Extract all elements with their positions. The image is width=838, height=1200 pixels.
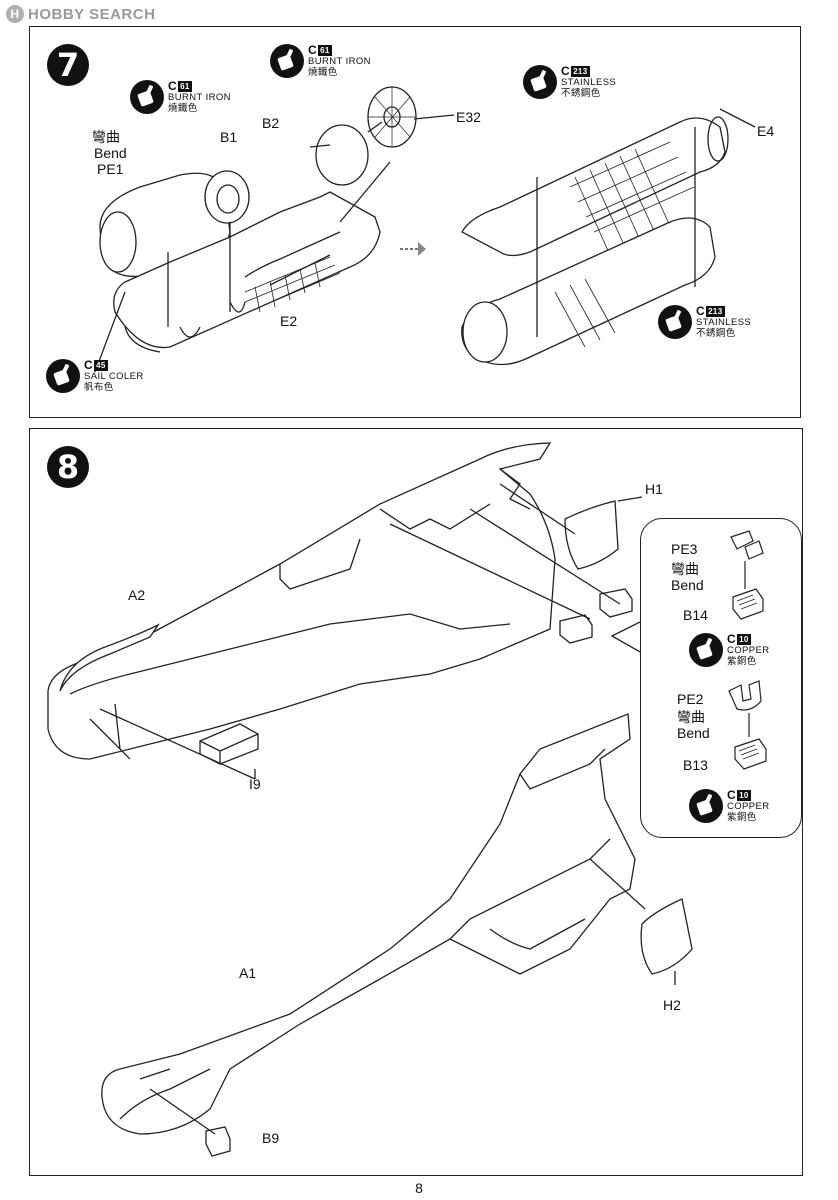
b14-part — [732, 588, 764, 620]
hobby-search-logo-icon: H — [6, 5, 24, 23]
label-e2: E2 — [280, 313, 298, 329]
a1-hull-half — [101, 713, 636, 1135]
pe3-part — [730, 530, 754, 550]
e2-half-shell — [113, 191, 381, 349]
label-e32: E32 — [456, 109, 481, 125]
paint-brush-icon — [270, 44, 304, 78]
label-bend2-en: Bend — [677, 725, 710, 741]
label-b1: B1 — [220, 129, 238, 145]
label-bend1-cn: 彎曲 — [671, 561, 699, 577]
label-pe1: PE1 — [97, 161, 124, 177]
label-b13: B13 — [683, 757, 708, 773]
paint-brush-icon — [689, 789, 723, 823]
label-b2: B2 — [262, 115, 280, 131]
step-7-badge: 7 — [47, 44, 89, 86]
e4-nozzle — [461, 117, 726, 257]
label-pe2: PE2 — [677, 691, 704, 707]
paint-brush-icon — [130, 80, 164, 114]
b1-ring — [204, 170, 250, 224]
paint-brush-icon — [658, 305, 692, 339]
label-b9: B9 — [262, 1130, 280, 1146]
label-bend1-en: Bend — [671, 577, 704, 593]
label-e4: E4 — [757, 123, 775, 139]
step-8-drawing — [47, 442, 693, 1157]
label-pe3: PE3 — [671, 541, 698, 557]
label-h1: H1 — [645, 481, 663, 497]
label-bend-cn: 彎曲 — [92, 129, 120, 145]
h1-part — [564, 500, 619, 570]
step-8-badge: 8 — [47, 446, 89, 488]
paint-brush-icon — [46, 359, 80, 393]
paint-brush-icon — [689, 633, 723, 667]
b9-block — [205, 1126, 231, 1157]
watermark-text: HOBBY SEARCH — [28, 5, 156, 23]
label-h2: H2 — [663, 997, 681, 1013]
label-bend2-cn: 彎曲 — [677, 709, 705, 725]
label-b14: B14 — [683, 607, 708, 623]
label-a2: A2 — [128, 587, 146, 603]
b2-disc — [315, 124, 369, 186]
label-i9: I9 — [249, 776, 261, 792]
page-number: 8 — [415, 1180, 423, 1196]
step-7-drawing — [94, 86, 756, 373]
h2-part — [640, 898, 693, 975]
pe2-part — [728, 680, 762, 711]
detail-drawing — [728, 530, 767, 770]
watermark: H HOBBY SEARCH — [6, 5, 155, 23]
b13-part — [734, 738, 767, 770]
a2-hull-half — [47, 442, 556, 760]
label-bend-en: Bend — [94, 145, 127, 161]
paint-brush-icon — [523, 65, 557, 99]
label-a1: A1 — [239, 965, 257, 981]
